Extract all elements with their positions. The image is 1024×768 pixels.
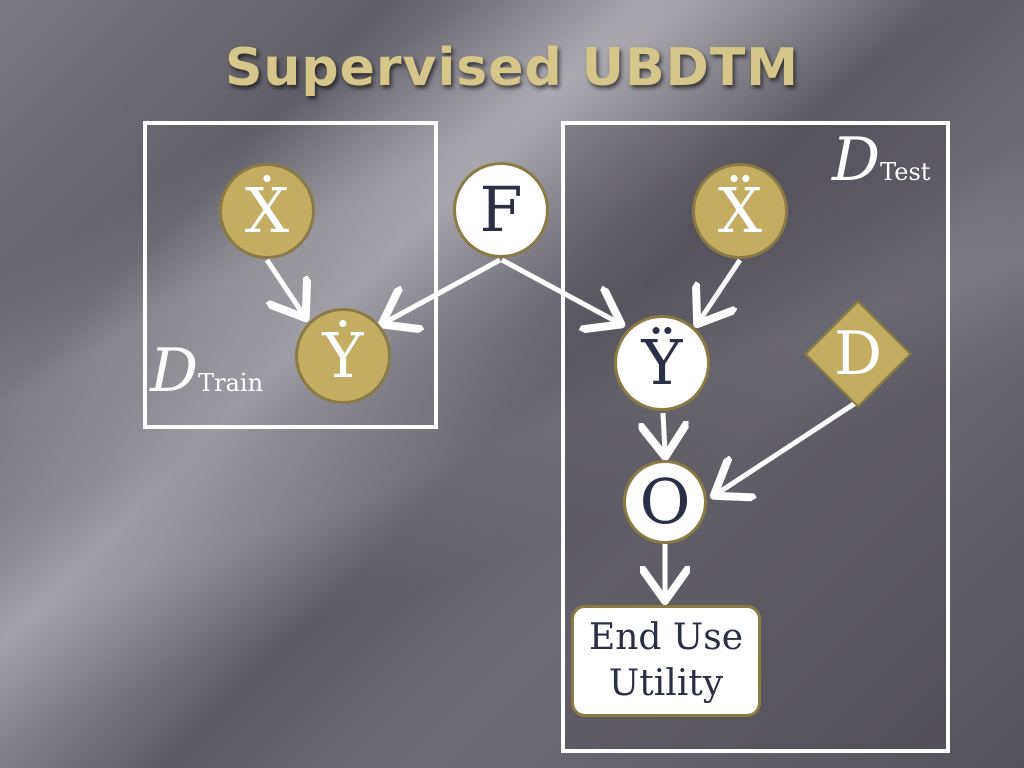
node-y-test: Ÿ	[614, 315, 710, 411]
utility-line-1: End Use	[588, 617, 744, 658]
node-o: O	[623, 460, 707, 544]
plate-train	[143, 121, 438, 429]
plate-label-test: DTest	[832, 125, 930, 195]
utility-line-2: Utility	[608, 663, 724, 704]
node-x-train: Ẋ	[219, 163, 315, 259]
edge-f-ytrain	[386, 257, 502, 322]
plate-test-symbol: D	[832, 125, 881, 195]
edge-d-o	[718, 399, 859, 493]
node-f: F	[453, 162, 549, 258]
node-d-diamond: D	[802, 298, 914, 410]
node-d-label: D	[833, 319, 883, 389]
node-end-use-utility: End Use Utility	[571, 605, 761, 717]
edge-ytest-o	[663, 412, 665, 452]
edge-xtrain-ytrain	[264, 258, 303, 314]
node-y-train: Ẏ	[295, 308, 391, 404]
plate-test-subscript: Test	[880, 158, 931, 186]
plate-label-train: DTrain	[150, 336, 263, 406]
plate-train-subscript: Train	[198, 369, 264, 397]
plate-train-symbol: D	[150, 336, 199, 406]
edge-xtest-ytest	[700, 258, 743, 320]
slide-title: Supervised UBDTM	[224, 38, 800, 98]
edge-f-ytest	[500, 257, 617, 322]
node-x-test: Ẍ	[692, 163, 788, 259]
